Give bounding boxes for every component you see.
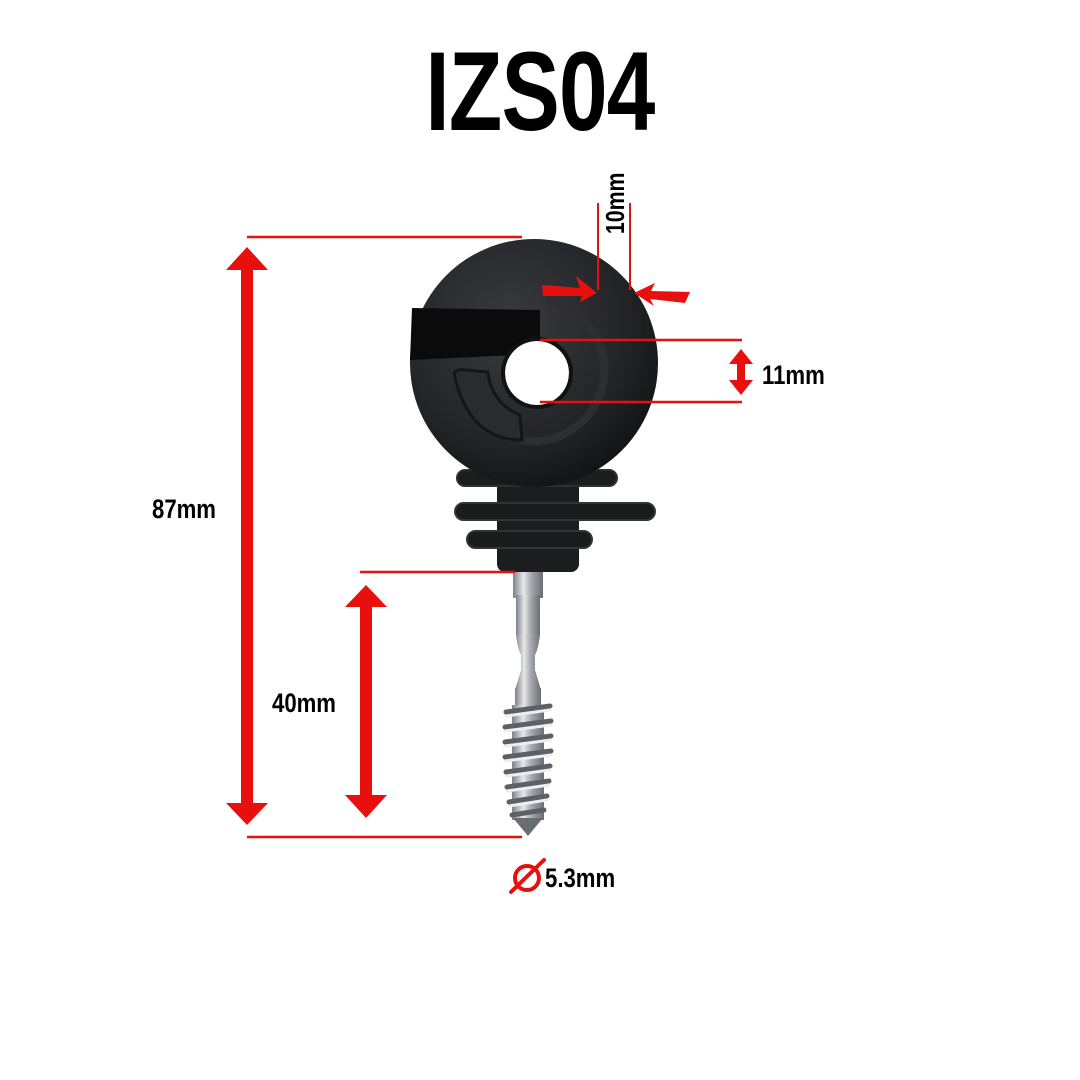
screw [502, 568, 554, 836]
diameter-icon [509, 858, 546, 894]
screw-length-label: 40mm [272, 688, 336, 718]
hole-diameter-label: 11mm [762, 360, 825, 390]
product-title: IZS04 [425, 29, 655, 154]
total-height-label: 87mm [152, 494, 216, 524]
insulator-stem [454, 469, 656, 572]
dimension-lines [226, 203, 753, 894]
wall-thickness-label: 10mm [600, 172, 630, 235]
screw-thread [502, 703, 554, 820]
insulator-ring [410, 239, 658, 487]
screw-diameter-label: 5.3mm [545, 863, 616, 893]
